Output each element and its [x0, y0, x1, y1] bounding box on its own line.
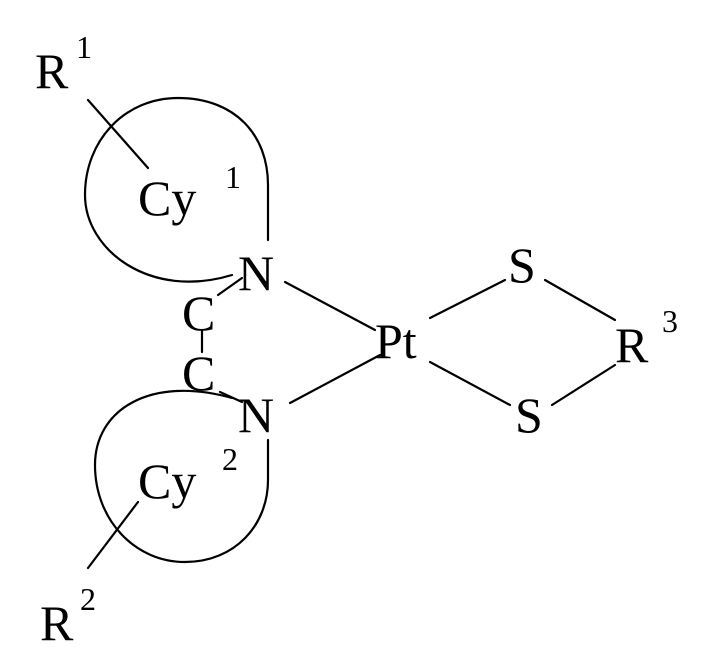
atom-r2: R 2	[40, 581, 96, 651]
bond-r1-cy1	[88, 100, 148, 168]
svg-text:C: C	[182, 285, 215, 341]
atom-s2: S	[515, 387, 543, 443]
bond-n1-pt	[285, 282, 375, 330]
svg-text:Cy: Cy	[138, 170, 196, 226]
svg-text:C: C	[182, 345, 215, 401]
svg-text:1: 1	[76, 29, 92, 65]
atom-r1: R 1	[35, 29, 92, 99]
atom-n1: N	[238, 245, 274, 301]
svg-text:2: 2	[80, 581, 96, 617]
svg-text:N: N	[238, 387, 274, 443]
svg-text:3: 3	[662, 303, 678, 339]
bond-s2-r3	[552, 365, 615, 405]
bond-n2-pt	[290, 355, 380, 403]
svg-text:Cy: Cy	[138, 453, 196, 509]
svg-text:S: S	[508, 237, 536, 293]
bond-pt-s2	[430, 362, 510, 405]
svg-text:S: S	[515, 387, 543, 443]
bond-pt-s1	[430, 280, 505, 318]
atom-c2: C	[182, 345, 215, 401]
svg-text:R: R	[35, 43, 69, 99]
svg-text:N: N	[238, 245, 274, 301]
bond-s1-r3	[545, 280, 615, 320]
atom-n2: N	[238, 387, 274, 443]
svg-text:R: R	[40, 595, 74, 651]
svg-text:2: 2	[222, 441, 238, 477]
atom-cy1: Cy 1	[138, 159, 241, 226]
bond-cy2-r2	[88, 502, 138, 568]
atom-c1: C	[182, 285, 215, 341]
atom-cy2: Cy 2	[138, 441, 238, 509]
atom-s1: S	[508, 237, 536, 293]
svg-text:Pt: Pt	[375, 313, 417, 369]
atom-pt: Pt	[375, 313, 417, 369]
svg-text:1: 1	[225, 159, 241, 195]
svg-text:R: R	[615, 317, 649, 373]
atom-r3: R 3	[615, 303, 678, 373]
